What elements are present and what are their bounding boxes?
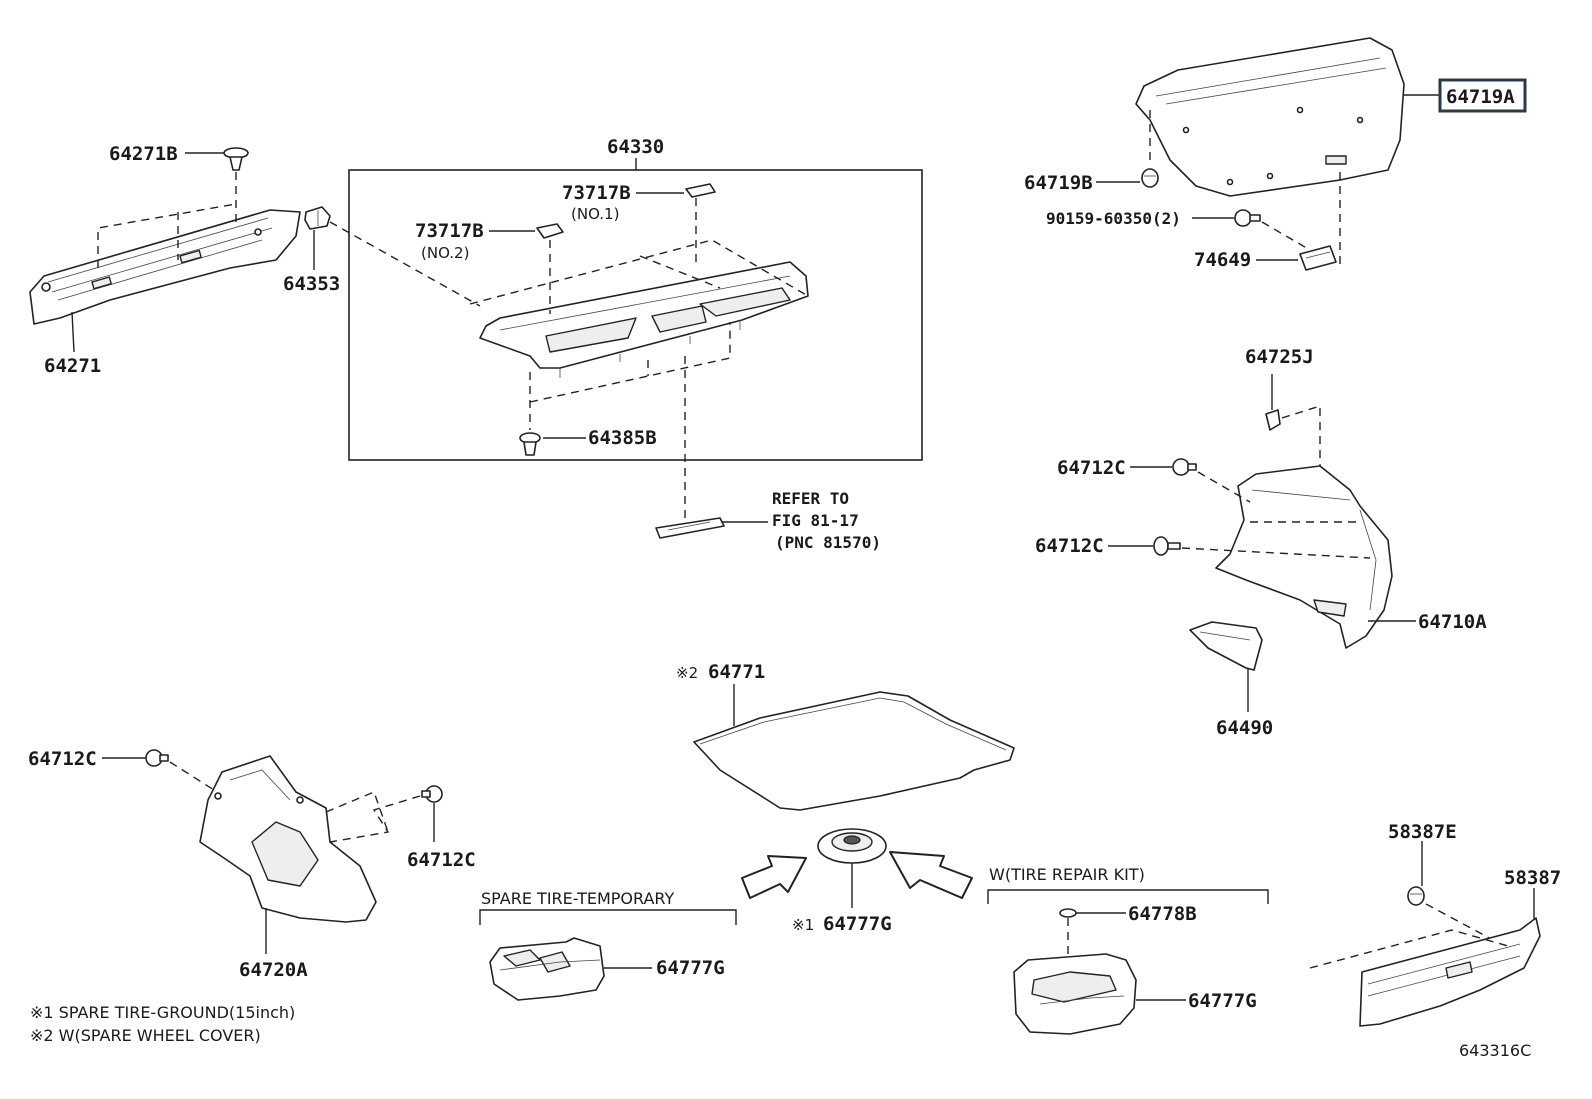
arrow-right <box>889 851 973 899</box>
label-73717B-no2-sub: (NO.2) <box>421 244 469 262</box>
label-64712C-a: 64712C <box>1057 457 1126 479</box>
label-64271: 64271 <box>44 355 101 377</box>
refer-text-line2: FIG 81-17 <box>772 511 859 530</box>
footnote-2: ※2 W(SPARE WHEEL COVER) <box>30 1026 261 1045</box>
label-64777G-center: 64777G <box>823 913 892 935</box>
part-74649-lock <box>1299 245 1337 271</box>
refer-text-line1: REFER TO <box>772 489 849 508</box>
part-64353-bracket <box>304 206 331 230</box>
mark-64771: ※2 <box>676 664 698 682</box>
label-64712C-c: 64712C <box>28 748 97 770</box>
part-64271B-clip <box>223 147 249 171</box>
label-64778B: 64778B <box>1128 903 1197 925</box>
label-64725J: 64725J <box>1245 346 1314 368</box>
bracket-spare-temp <box>479 909 737 925</box>
part-64490-cover <box>1189 621 1263 671</box>
part-64777G-spare-holder <box>817 828 887 864</box>
label-64330: 64330 <box>607 136 664 158</box>
label-64777G-right: 64777G <box>1188 990 1257 1012</box>
part-90159-60350-bolt <box>1234 209 1261 227</box>
part-64778B-clip <box>1059 908 1077 918</box>
group-label-tire-repair: W(TIRE REPAIR KIT) <box>989 865 1145 884</box>
part-64385B-clip <box>519 432 541 456</box>
label-64490: 64490 <box>1216 717 1273 739</box>
part-64330-package-tray <box>479 261 809 378</box>
label-64353: 64353 <box>283 273 340 295</box>
label-64719A: 64719A <box>1446 86 1515 108</box>
label-64712C-d: 64712C <box>407 849 476 871</box>
label-73717B-no1: 73717B <box>562 182 631 204</box>
label-64710A: 64710A <box>1418 611 1487 633</box>
group-label-spare-temp: SPARE TIRE-TEMPORARY <box>481 889 675 908</box>
part-64712C-screw-d <box>421 785 443 803</box>
mark-64777G-center: ※1 <box>792 916 814 934</box>
footnote-1: ※1 SPARE TIRE-GROUND(15inch) <box>30 1003 295 1022</box>
part-73717B-no1 <box>685 183 716 198</box>
part-64720A-side-trim <box>199 755 377 923</box>
label-58387: 58387 <box>1504 867 1561 889</box>
part-64271-illustration <box>29 209 301 325</box>
arrow-left <box>741 855 807 899</box>
part-58387E-clip <box>1407 886 1425 906</box>
part-refer-81570 <box>655 517 725 539</box>
figure-id: 643316C <box>1459 1041 1531 1060</box>
part-58387-scuff-plate <box>1359 917 1541 1027</box>
part-64710A-side-trim <box>1215 465 1393 649</box>
part-64725J-clip <box>1265 409 1281 431</box>
part-64712C-screw-c <box>145 749 169 767</box>
part-64777G-left-block <box>489 937 605 1001</box>
part-64777G-right-tray <box>1013 953 1137 1035</box>
part-64771-floor-mat <box>693 691 1015 811</box>
label-64771: 64771 <box>708 661 765 683</box>
label-74649: 74649 <box>1194 249 1251 271</box>
label-64385B: 64385B <box>588 427 657 449</box>
refer-text-line3: (PNC 81570) <box>775 533 881 552</box>
label-73717B-no1-sub: (NO.1) <box>571 205 619 223</box>
label-64712C-b: 64712C <box>1035 535 1104 557</box>
label-58387E: 58387E <box>1388 821 1457 843</box>
part-64712C-screw-a <box>1172 458 1197 476</box>
label-64777G-left: 64777G <box>656 957 725 979</box>
part-73717B-no2 <box>536 223 564 239</box>
part-64719B-clip <box>1141 168 1159 188</box>
highlight-box-64719A <box>1438 78 1527 113</box>
label-64271B: 64271B <box>109 143 178 165</box>
label-90159-60350: 90159-60350(2) <box>1046 209 1181 228</box>
part-64719A-trunk-lid-trim <box>1135 37 1405 197</box>
bracket-tire-repair <box>987 889 1269 904</box>
part-64712C-screw-b <box>1153 536 1181 556</box>
label-73717B-no2: 73717B <box>415 220 484 242</box>
label-64720A: 64720A <box>239 959 308 981</box>
label-64719B: 64719B <box>1024 172 1093 194</box>
